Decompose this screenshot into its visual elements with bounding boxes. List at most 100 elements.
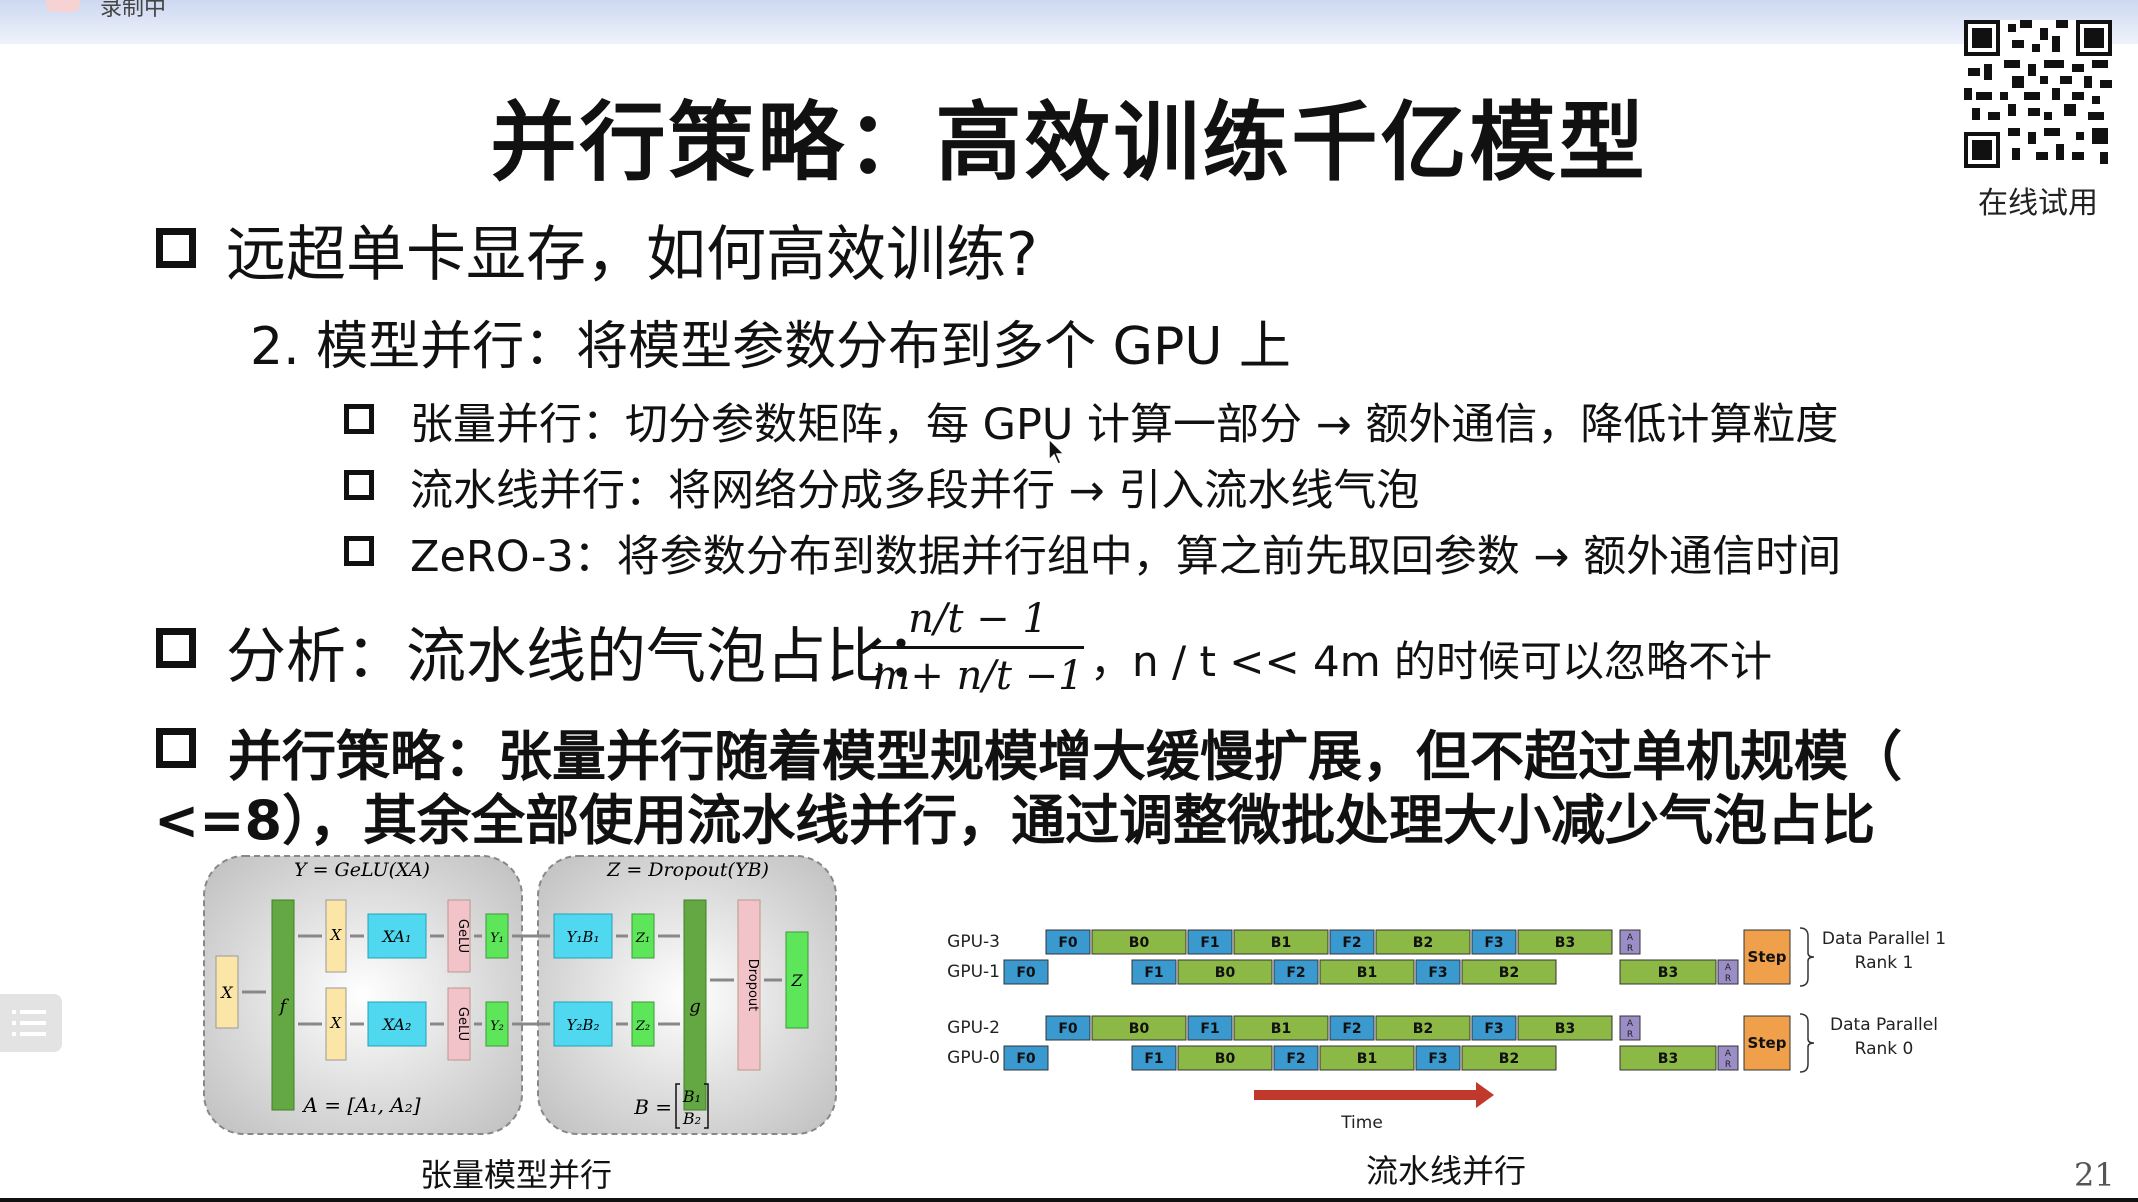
pipeline-block [1415,1045,1461,1071]
bottom-border [0,1198,2138,1202]
slide-title: 并行策略：高效训练千亿模型 [490,93,1648,193]
sub-item-3: ZeRO-3：将参数分布到数据并行组中，算之前先取回参数 → 额外通信时间 [410,532,1842,582]
b1-label: B₁ [682,1087,701,1106]
y1-label: Y₁ [490,931,504,946]
pipeline-block [1187,929,1233,955]
time-label: Time [1340,1113,1383,1133]
pipeline-block [1045,1015,1091,1041]
strategy-line-2: <=8），其余全部使用流水线并行，通过调整微批处理大小减少气泡占比 [154,789,1876,852]
xa1-label: XA₁ [381,927,412,946]
xa2-label: XA₂ [381,1015,412,1034]
pipeline-block [1273,959,1319,985]
sub-heading: 2. 模型并行：将模型参数分布到多个 GPU 上 [250,317,1291,377]
bullet-square [344,536,374,566]
gpu-row-label: GPU-1 [947,962,1000,982]
xa1-block [367,913,427,959]
pipeline-block [1517,1015,1613,1041]
pipeline-block-label: B1 [1271,1021,1291,1037]
bubble-ratio-formula: n/t − 1 m+ n/t −1 [872,596,1084,699]
pipeline-block [1091,1015,1187,1041]
pipeline-block [1187,1015,1233,1041]
menu-button[interactable] [0,994,62,1052]
z2-block [631,1001,655,1047]
z1-block [631,913,655,959]
y2b2-block [553,1001,613,1047]
x-copy-1-label: X [330,926,343,944]
z-label: Z [790,971,803,990]
pipeline-block [1233,1015,1329,1041]
pipeline-block [1131,1045,1177,1071]
dropout-label: Dropout [745,959,760,1012]
allreduce-label: A [1725,1049,1732,1059]
bullet-text-1: 远超单卡显存，如何高效训练? [226,220,1038,290]
pipeline-block [1619,1015,1641,1041]
sub-item-2: 流水线并行：将网络分成多段并行 → 引入流水线气泡 [410,466,1420,516]
bullet-square [156,728,196,768]
dropout-block [737,899,761,1071]
pipeline-block-label: F1 [1200,935,1219,951]
pipeline-block [1177,959,1273,985]
pipeline-block [1517,929,1613,955]
step-block [1743,929,1791,985]
time-arrow-shaft [1254,1090,1478,1100]
recording-label: 录制中 [100,0,167,21]
pipeline-block [1375,1015,1471,1041]
allreduce-label: A [1627,933,1634,943]
pipeline-block-label: B3 [1658,1051,1678,1067]
x-label: X [219,983,233,1002]
pipeline-block-label: F2 [1286,1051,1305,1067]
pipeline-block-label: F2 [1286,965,1305,981]
g-label: g [689,996,701,1017]
fraction-line [872,646,1084,649]
pipeline-block [1329,1015,1375,1041]
pipeline-block-label: F2 [1342,935,1361,951]
pipeline-block-label: B1 [1271,935,1291,951]
formula-denominator: m+ n/t −1 [872,653,1084,699]
pipeline-block [1717,1045,1739,1071]
pipeline-block [1619,1045,1717,1071]
pipeline-block-label: F0 [1058,935,1078,951]
z1-label: Z₁ [635,931,650,946]
allreduce-label: R [1725,1060,1731,1070]
bullet-square [156,228,196,268]
pipeline-caption: 流水线并行 [1366,1152,1527,1190]
pipeline-block-label: F1 [1144,965,1163,981]
group-label: Rank 1 [1855,953,1914,973]
formula-numerator: n/t − 1 [908,596,1048,642]
pipeline-block-label: F0 [1016,1051,1036,1067]
pipeline-block-label: B3 [1555,1021,1575,1037]
pipeline-block-label: B2 [1499,1051,1519,1067]
x-copy-2-block [325,987,347,1061]
pipeline-block-label: B3 [1555,935,1575,951]
gpu-row-label: GPU-0 [947,1048,1000,1068]
pipeline-block [1717,959,1739,985]
allreduce-label: R [1627,944,1633,954]
step-label: Step [1748,1034,1787,1052]
pipeline-block [1045,929,1091,955]
list-menu-icon [12,1010,46,1036]
step-label: Step [1748,948,1787,966]
pipeline-block [1619,959,1717,985]
gelu-2-label: GeLU [455,1007,470,1041]
recording-bar: 录制中 [0,0,2138,44]
pipeline-block [1461,1045,1557,1071]
pipeline-block-label: F0 [1058,1021,1078,1037]
qr-code-icon [1964,20,2112,168]
pipeline-block [1471,1015,1517,1041]
pipeline-block [1319,1045,1415,1071]
pipeline-block-label: B2 [1413,935,1433,951]
pipeline-block [1375,929,1471,955]
a-split-formula: A = [A₁, A₂] [301,1093,420,1117]
pipeline-block-label: F3 [1428,965,1447,981]
y2-label: Y₂ [490,1019,504,1034]
mouse-cursor-icon [1048,438,1066,465]
allreduce-label: R [1627,1030,1633,1040]
z-output-block [785,931,809,1029]
step-block [1743,1015,1791,1071]
dropout-formula: Z = Dropout(YB) [606,859,769,881]
tensor-caption: 张量模型并行 [420,1156,613,1194]
gelu-1-label: GeLU [455,919,470,953]
qr-label: 在线试用 [1978,186,2098,221]
y2-block [485,1001,509,1047]
recording-icon [46,0,80,12]
